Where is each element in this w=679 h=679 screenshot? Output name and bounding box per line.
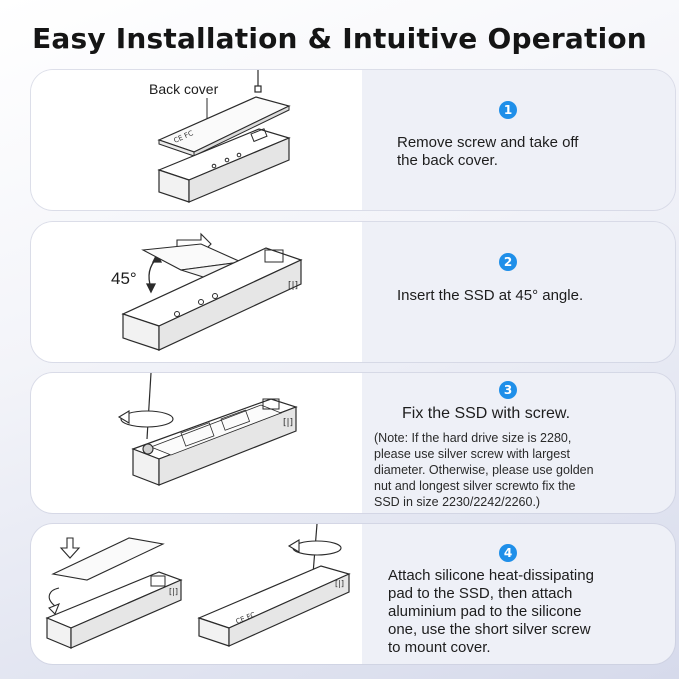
- svg-text:[|]: [|]: [288, 281, 298, 291]
- rotate-arrow-icon: [287, 539, 342, 556]
- rotate-arrow-icon: [117, 410, 174, 428]
- step-number-icon: 3: [499, 381, 517, 399]
- step-2-text-panel: 2 Insert the SSD at 45° angle.: [362, 222, 675, 362]
- screwdriver-icon: [146, 373, 152, 440]
- svg-text:[|]: [|]: [283, 418, 293, 428]
- angle-label: 45°: [111, 269, 137, 288]
- step-3-text-panel: 3 Fix the SSD with screw. (Note: If the …: [362, 373, 675, 513]
- back-cover-label: Back cover: [149, 81, 219, 97]
- step-number-icon: 2: [499, 253, 517, 271]
- step-number-icon: 4: [499, 544, 517, 562]
- step-3-note: (Note: If the hard drive size is 2280, p…: [374, 431, 594, 509]
- step-2-illustration-panel: 45° [|]: [31, 222, 362, 362]
- down-arrow-icon: [59, 537, 81, 559]
- ssd-screw-illustration: [|]: [117, 373, 298, 486]
- step-4-illustration-panel: [|] CE FC [|]: [31, 524, 362, 664]
- step-card-1: Back cover CE FC 1 Remove screw and take…: [31, 70, 675, 210]
- step-2-instruction: Insert the SSD at 45° angle.: [397, 287, 584, 304]
- ssd-insert-illustration: 45° [|]: [111, 232, 303, 351]
- svg-text:[|]: [|]: [335, 579, 344, 588]
- page-title: Easy Installation & Intuitive Operation: [32, 22, 647, 55]
- step-4-text-panel: 4 Attach silicone heat-dissipating pad t…: [362, 524, 675, 664]
- svg-text:[|]: [|]: [169, 587, 178, 596]
- step-4-instruction: Attach silicone heat-dissipating pad to …: [388, 567, 594, 656]
- step-3-illustration-panel: [|]: [31, 373, 362, 513]
- step-1-instruction: Remove screw and take off the back cover…: [397, 134, 579, 169]
- enclosure-back-cover-illustration: Back cover CE FC: [149, 70, 291, 203]
- step-card-2: 45° [|] 2 Insert the SSD at 45° angle.: [31, 222, 675, 362]
- step-1-illustration-panel: Back cover CE FC: [31, 70, 362, 210]
- screwdriver-icon: [254, 70, 262, 93]
- step-number-icon: 1: [499, 101, 517, 119]
- step-card-3: [|] 3 Fix the SSD with screw. (Note: If …: [31, 373, 675, 513]
- pad-and-cover-illustration: [|] CE FC [|]: [45, 524, 351, 649]
- rotate-arrow-icon: [48, 587, 60, 615]
- step-3-instruction: Fix the SSD with screw.: [402, 405, 571, 422]
- step-1-text-panel: 1 Remove screw and take off the back cov…: [362, 70, 675, 210]
- step-card-4: [|] CE FC [|] 4 Attach silicone heat-dis…: [31, 524, 675, 664]
